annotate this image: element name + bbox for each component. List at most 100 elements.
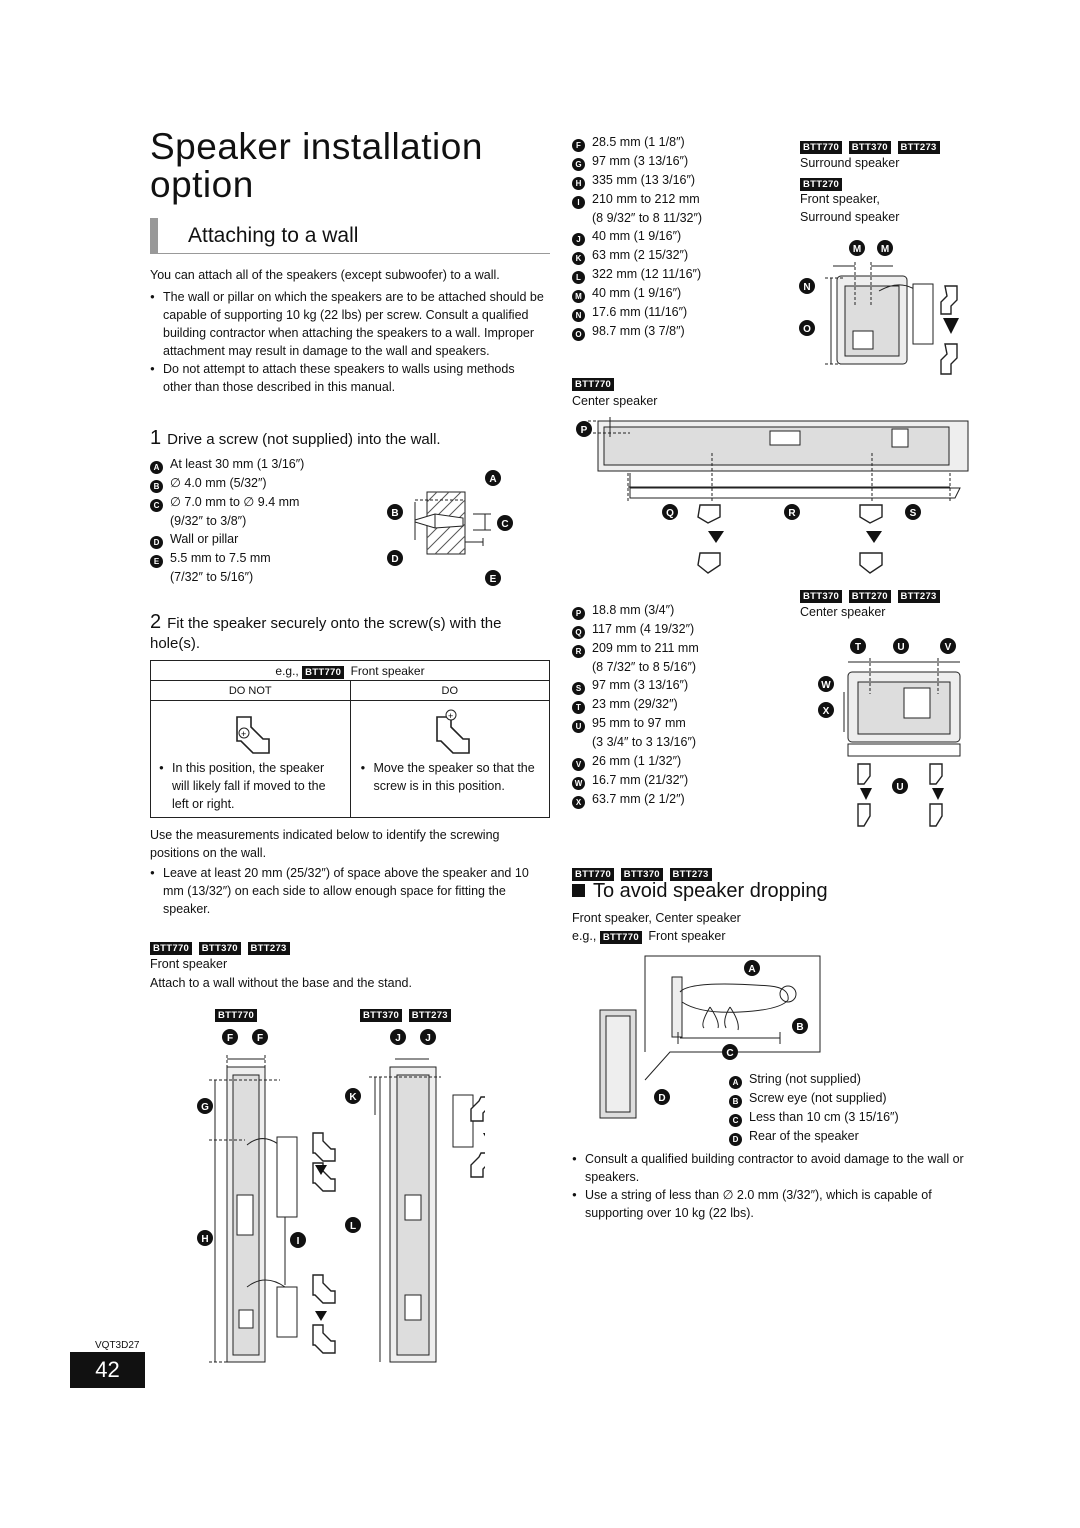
letter-marker-icon: N	[572, 309, 585, 323]
drop-eg: e.g., BTT770 Front speaker	[572, 929, 726, 944]
letter-marker-icon: I	[572, 196, 585, 209]
measure-value: 117 mm (4 19/32″)	[592, 622, 695, 636]
svg-text:C: C	[501, 519, 508, 530]
measure-item: I 210 mm to 212 mm	[572, 190, 782, 209]
svg-text:M: M	[853, 244, 861, 255]
measure-value: 322 mm (12 11/16″)	[592, 267, 702, 282]
measure-value: At least 30 mm (1 3/16″)	[170, 457, 305, 471]
measure-value: 16.7 mm (21/32″)	[592, 772, 689, 787]
measure-value: Rear of the speaker	[749, 1129, 859, 1143]
measure-value: 209 mm to 211 mm	[592, 641, 699, 655]
col-do: DO	[441, 685, 459, 697]
drop-bullet-1: Consult a qualified building contractor …	[572, 1150, 977, 1186]
measure-item: T 23 mm (29/32″)	[572, 695, 782, 715]
measure-value: 17.6 mm (11/16″)	[592, 305, 688, 320]
svg-text:T: T	[855, 642, 861, 653]
letter-marker-icon: W	[572, 776, 585, 790]
svg-text:O: O	[803, 324, 811, 335]
measure-value: 95 mm to 97 mm	[592, 716, 686, 731]
svg-text:K: K	[349, 1092, 357, 1103]
model-code: VQT3D27	[95, 1340, 140, 1351]
letter-marker-icon: A	[729, 1076, 742, 1089]
measure-item: (8 7/32″ to 8 5/16″)	[572, 658, 782, 676]
letter-marker-icon: P	[572, 607, 585, 620]
center-label: Center speaker	[572, 394, 658, 408]
letter-marker-icon: Q	[572, 626, 585, 639]
correct-hole-icon: +	[435, 709, 470, 754]
do-note: Move the speaker so that the screw is in…	[361, 759, 551, 795]
square-bullet-icon	[572, 884, 585, 897]
center2-label: Center speaker	[800, 605, 886, 619]
measure-value: Less than 10 cm (3 15/16″)	[749, 1110, 899, 1124]
svg-text:V: V	[945, 642, 952, 653]
measure-intro: Use the measurements indicated below to …	[150, 828, 500, 860]
svg-text:D: D	[658, 1093, 665, 1104]
measure-value: (8 9/32″ to 8 11/32″)	[592, 211, 703, 225]
step-text: Drive a screw (not supplied) into the wa…	[167, 431, 441, 448]
measure-item: (8 9/32″ to 8 11/32″)	[572, 209, 782, 227]
svg-text:X: X	[823, 706, 830, 717]
svg-text:E: E	[490, 574, 497, 585]
measure-value: 28.5 mm (1 1/8″)	[592, 135, 685, 149]
page-number: 42	[70, 1352, 145, 1388]
svg-text:W: W	[821, 680, 831, 691]
measure-item: (9/32″ to 3/8″)	[150, 512, 360, 530]
do-not-cell: + In this position, the speaker will lik…	[151, 701, 351, 817]
section-heading: Attaching to a wall	[150, 218, 550, 254]
front-label: Front speaker	[150, 957, 228, 971]
svg-text:A: A	[489, 474, 496, 485]
svg-text:D: D	[391, 554, 398, 565]
measure-item: E 5.5 mm to 7.5 mm	[150, 549, 360, 569]
drop-sub: Front speaker, Center speaker	[572, 911, 741, 925]
warning-bullet-1: The wall or pillar on which the speakers…	[150, 288, 545, 360]
letter-marker-icon: H	[572, 177, 585, 190]
step-number: 2	[150, 611, 162, 633]
measure-value: (7/32″ to 5/16″)	[170, 570, 254, 585]
intro-text: You can attach all of the speakers (exce…	[150, 268, 500, 282]
measure-item: (3 3/4″ to 3 13/16″)	[572, 733, 782, 751]
surround-label2a: Front speaker,	[800, 192, 880, 206]
string-diagram: AB CD	[599, 955, 821, 1119]
measure-bullet: Leave at least 20 mm (25/32″) of space a…	[150, 864, 552, 918]
svg-text:U: U	[896, 782, 903, 793]
measure-item: W 16.7 mm (21/32″)	[572, 771, 782, 790]
measure-value: ∅ 4.0 mm (5/32″)	[170, 476, 267, 490]
measure-value: 210 mm to 212 mm	[592, 192, 700, 206]
center-model: BTT770	[572, 374, 617, 392]
letter-marker-icon: J	[572, 233, 585, 247]
letter-marker-icon: T	[572, 701, 585, 715]
measure-value: 5.5 mm to 7.5 mm	[170, 551, 271, 566]
letter-marker-icon: E	[150, 555, 163, 569]
drop-bullet-2: Use a string of less than ∅ 2.0 mm (3/32…	[572, 1186, 977, 1222]
step-text: Fit the speaker securely onto the screw(…	[150, 615, 502, 652]
do-not-note: In this position, the speaker will likel…	[159, 759, 339, 813]
svg-text:B: B	[391, 508, 398, 519]
letter-marker-icon: O	[572, 328, 585, 342]
measure-value: 23 mm (29/32″)	[592, 697, 678, 712]
table-caption: e.g., BTT770 Front speaker	[151, 661, 549, 681]
svg-text:S: S	[910, 508, 917, 519]
svg-text:J: J	[395, 1033, 401, 1044]
do-cell: + Move the speaker so that the screw is …	[351, 701, 550, 817]
fig-left-model: BTT770	[215, 1005, 260, 1023]
measure-item: (7/32″ to 5/16″)	[150, 568, 360, 586]
